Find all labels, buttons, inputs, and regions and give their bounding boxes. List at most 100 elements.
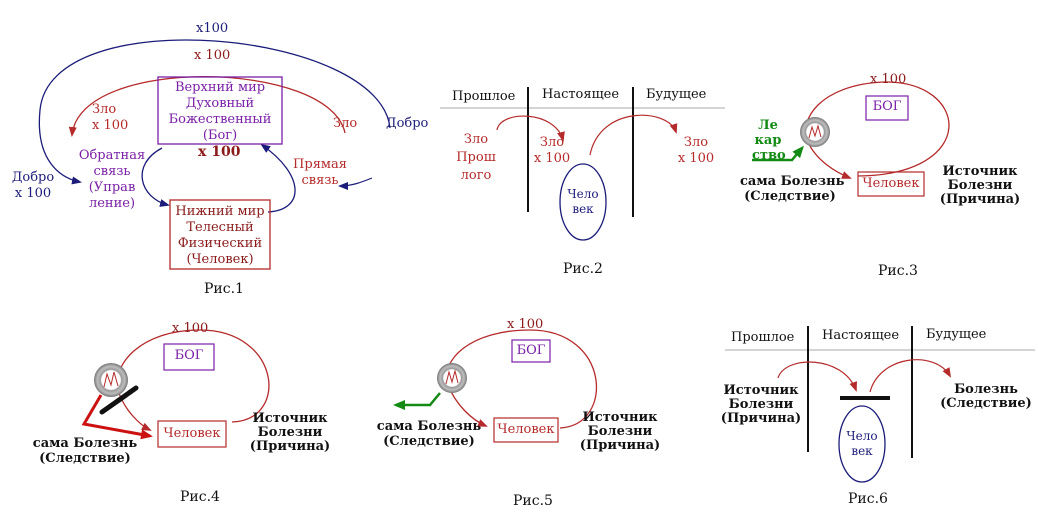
fig6-source-2: Болезни [728, 397, 794, 412]
fig6-col-present: Настоящее [822, 328, 900, 343]
fig1-bottom-line-2: Телесный [186, 220, 254, 235]
fig4-graphics [81, 329, 270, 448]
fig4-god-box [163, 343, 215, 371]
fig4-block-bar [99, 385, 139, 415]
fig1-top-line-1: Верхний мир [174, 80, 266, 95]
fig5-magnifier [437, 363, 467, 393]
fig4-source: Источник Болезни (Причина) [248, 412, 332, 454]
fig4-mult: x 100 [172, 321, 209, 336]
fig1-bottom-box [169, 199, 271, 270]
fig1-direct: Прямая связь [290, 157, 350, 189]
fig6-disease: Болезнь (Следствие) [938, 383, 1034, 411]
fig5-disease: сама Болезнь (Следствие) [376, 419, 482, 449]
fig1-bottom-line-3: Физический [177, 236, 263, 251]
fig2-col-present: Настоящее [542, 87, 620, 102]
fig3-medicine-3: ство [752, 148, 786, 163]
fig6-disease-1: Болезнь [954, 382, 1018, 397]
fig1-right-arrow [338, 177, 373, 190]
fig5-disease-2: (Следствие) [383, 434, 475, 449]
fig5-cycle [446, 329, 598, 429]
fig3-mult: x 100 [870, 72, 907, 87]
fig2-evil-past-2: Прош [456, 150, 496, 165]
fig6-col-past: Прошлое [731, 330, 795, 345]
fig3-green-arrow [752, 145, 804, 162]
fig1-evil-left: Зло x 100 [92, 102, 128, 134]
fig4-caption: Рис.4 [180, 489, 220, 505]
fig1-caption: Рис.1 [204, 281, 244, 297]
fig2-person-1: Чело [567, 187, 599, 201]
fig1-direct-2: связь [301, 173, 339, 188]
fig6-graphics [725, 326, 1035, 483]
fig1-good-left-1: Добро [11, 170, 55, 185]
fig3-source-2: Болезни [947, 178, 1013, 193]
fig6-col-future: Будущее [926, 327, 987, 342]
fig2-person-ellipse [559, 163, 607, 241]
fig3-source-1: Источник [942, 164, 1018, 179]
fig1-top-line-4: (Бог) [202, 128, 238, 143]
fig5-green-arrow [393, 392, 441, 410]
fig3-medicine-2: кар [754, 133, 782, 148]
fig4-source-3: (Причина) [249, 439, 331, 454]
fig2-graphics [440, 87, 725, 241]
fig6-source-1: Источник [723, 383, 799, 398]
fig2-evil-past: Зло Прош лого [454, 131, 498, 185]
fig6-caption: Рис.6 [848, 491, 888, 507]
fig3-disease: сама Болезнь (Следствие) [740, 174, 845, 204]
fig4-person-box [157, 420, 227, 448]
fig3-person: Человек [862, 176, 920, 191]
fig1-outer-arc [38, 39, 391, 185]
fig1-bottom-box-text: Нижний мир Телесный Физический (Человек) [172, 204, 268, 268]
fig2-person-2: век [572, 202, 594, 216]
fig4-source-1: Источник [252, 411, 328, 426]
fig1-good-left: Добро x 100 [10, 170, 56, 202]
fig4-person: Человек [163, 426, 221, 441]
fig2-evil-future-1: Зло [683, 135, 709, 150]
fig5-person: Человек [497, 422, 555, 437]
fig5-source-1: Источник [582, 410, 658, 425]
fig2-evil-present-1: Зло [539, 135, 565, 150]
fig1-good-right: Добро [386, 116, 429, 131]
fig1-feedback: Обратная связь (Управ ление) [76, 148, 148, 212]
fig2-evil-future-2: x 100 [677, 151, 715, 166]
fig5-caption: Рис.5 [513, 493, 553, 509]
fig3-god-box [865, 95, 909, 121]
fig2-person: Чело век [563, 187, 603, 217]
fig1-direct-arc [260, 143, 296, 213]
fig1-evil-right: Зло [333, 116, 358, 131]
fig3-source-3: (Причина) [939, 192, 1021, 207]
fig3-medicine-1: Ле [758, 118, 778, 133]
fig5-god-box [511, 339, 551, 363]
fig1-feedback-arc [141, 147, 170, 207]
fig2-col-past: Прошлое [452, 89, 516, 104]
fig1-good-left-2: x 100 [14, 186, 52, 201]
fig5-graphics [393, 329, 598, 443]
fig5-mult: x 100 [507, 317, 544, 332]
fig2-evil-future: Зло x 100 [674, 135, 718, 167]
fig5-person-box [493, 417, 559, 443]
fig1-graphics [38, 39, 391, 270]
fig5-disease-1: сама Болезнь [376, 419, 482, 434]
fig2-evil-past-3: лого [460, 168, 492, 183]
fig1-bottom-line-1: Нижний мир [175, 204, 265, 219]
fig4-magnifier [94, 363, 128, 397]
fig1-top-line-2: Духовный [185, 96, 255, 111]
fig3-god: БОГ [872, 99, 902, 114]
fig3-graphics [752, 81, 950, 197]
fig4-god: БОГ [174, 348, 204, 363]
fig3-caption: Рис.3 [878, 263, 918, 279]
fig3-cycle [805, 81, 950, 179]
fig6-person-ellipse [838, 405, 886, 483]
fig3-disease-1: сама Болезнь [740, 174, 845, 189]
fig6-source: Источник Болезни (Причина) [720, 384, 802, 426]
fig4-cycle [116, 329, 270, 431]
fig1-feedback-3: (Управ [88, 180, 136, 195]
fig4-disease-2: (Следствие) [39, 451, 131, 466]
fig3-source: Источник Болезни (Причина) [938, 165, 1022, 207]
fig1-direct-1: Прямая [293, 157, 347, 172]
fig1-top-box [157, 76, 283, 145]
fig2-caption: Рис.2 [563, 261, 603, 277]
fig2-evil-present: Зло x 100 [530, 135, 574, 167]
fig6-arrow-past [777, 361, 857, 392]
